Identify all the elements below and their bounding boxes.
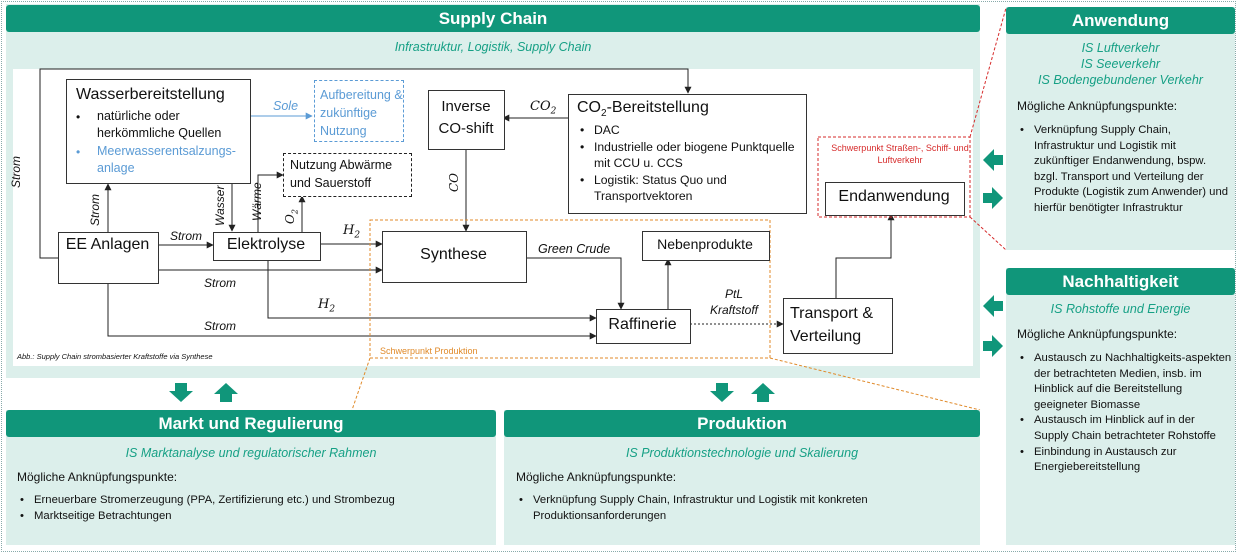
co2-item: Logistik: Status Quo und Transportvektor… [577, 172, 799, 205]
supply-chain-header: Supply Chain [6, 5, 980, 32]
arrow-left-icon [983, 149, 1003, 171]
list-item: Austausch zu Nachhaltigkeits-aspekten de… [1017, 351, 1232, 413]
raffinerie-text: Raffinerie [608, 316, 677, 333]
list-item: Marktseitige Betrachtungen [17, 509, 487, 525]
anwendung-title: Anwendung [1071, 10, 1170, 30]
anwendung-subtitle-3: IS Bodengebundener Verkehr [1038, 73, 1203, 87]
schwerpunkt-produktion-label: Schwerpunkt Produktion [380, 346, 478, 356]
nachhaltigkeit-title: Nachhaltigkeit [1062, 271, 1179, 291]
diagram-caption: Abb.: Supply Chain strombasierter Krafts… [17, 352, 213, 361]
produktion-header: Produktion [504, 410, 980, 437]
aufbereitung-text: Aufbereitung & zukünftige Nutzung [320, 88, 403, 138]
anwendung-list: Verknüpfung Supply Chain, Infrastruktur … [1017, 123, 1232, 217]
nachhaltigkeit-intro: Mögliche Anknüpfungspunkte: [1017, 327, 1178, 341]
anwendung-intro: Mögliche Anknüpfungspunkte: [1017, 99, 1178, 113]
anwendung-header: Anwendung [1006, 7, 1235, 34]
wasser-item-2: Meerwasserentsalzungs-anlage [97, 144, 236, 175]
arrow-up-icon [751, 383, 775, 402]
ee-anlagen-box [58, 232, 159, 284]
markt-list: Erneuerbare Stromerzeugung (PPA, Zertifi… [17, 493, 487, 524]
supply-chain-subtitle: Infrastruktur, Logistik, Supply Chain [394, 40, 592, 54]
co2-item: DAC [577, 122, 799, 139]
nachhaltigkeit-subtitle: IS Rohstoffe und Energie [1050, 302, 1191, 316]
strom-label-ee-elektro: Strom [170, 229, 203, 243]
strom-label-ee-synthese: Strom [204, 276, 237, 290]
nutzung-text: Nutzung Abwärme und Sauerstoff [290, 158, 393, 190]
inverse-co-shift-box [428, 90, 505, 150]
markt-subtitle: IS Marktanalyse und regulatorischer Rahm… [125, 446, 377, 460]
markt-intro: Mögliche Anknüpfungspunkte: [17, 470, 178, 484]
markt-header: Markt und Regulierung [6, 410, 496, 437]
wasser-bullet-2: • [76, 145, 81, 159]
supply-chain-title: Supply Chain [438, 8, 548, 28]
wasser-box [66, 79, 251, 184]
synthese-box [382, 231, 527, 283]
arrow-down-icon [710, 383, 734, 402]
list-item: Einbindung in Austausch zur Energieberei… [1017, 445, 1232, 476]
co2-arrow-label: CO2 [530, 99, 557, 117]
transport-text: Transport & Verteilung [790, 305, 873, 345]
arrow-up-icon [214, 383, 238, 402]
ee-anlagen-text: EE Anlagen [65, 236, 150, 253]
green-crude-label: Green Crude [538, 242, 611, 256]
elektrolyse-box [213, 232, 321, 261]
list-item: Erneuerbare Stromerzeugung (PPA, Zertifi… [17, 493, 487, 509]
anwendung-subtitle-2: IS Seeverkehr [1080, 57, 1161, 71]
list-item: Verknüpfung Supply Chain, Infrastruktur … [1017, 123, 1232, 217]
wasser-item-1: natürliche oder herkömmliche Quellen [97, 109, 222, 140]
list-item: Austausch im Hinblick auf in der Supply … [1017, 413, 1232, 444]
produktion-intro: Mögliche Anknüpfungspunkte: [516, 470, 677, 484]
produktion-list: Verknüpfung Supply Chain, Infrastruktur … [516, 493, 956, 524]
synthese-text: Synthese [420, 246, 487, 263]
arrow-left-icon [983, 295, 1003, 317]
co2-item: Industrielle oder biogene Punktquelle mi… [577, 139, 799, 172]
markt-title: Markt und Regulierung [158, 413, 344, 433]
sole-label: Sole [273, 99, 299, 113]
anwendung-subtitle-1: IS Luftverkehr [1081, 41, 1160, 55]
wasser-bullet-1: • [76, 110, 81, 124]
ptl-label: PtL Kraftstoff [709, 287, 759, 317]
h2-label-raffinerie: H2 [318, 297, 336, 315]
transport-box [783, 298, 893, 354]
endanwendung-text: Endanwendung [838, 188, 950, 205]
arrow-right-icon [983, 187, 1003, 209]
schwerpunkt-verkehr-label: Schwerpunkt Straßen-, Schiff- und Luftve… [831, 143, 969, 165]
nebenprodukte-text: Nebenprodukte [657, 236, 753, 252]
arrow-right-icon [983, 335, 1003, 357]
strom-label-ee-raffinerie: Strom [204, 319, 237, 333]
nebenprodukte-box [642, 231, 770, 261]
nutzung-box [283, 153, 412, 197]
co2-bereitstellung-list: DAC Industrielle oder biogene Punktquell… [577, 122, 799, 205]
elektrolyse-text: Elektrolyse [226, 236, 306, 253]
list-item: Verknüpfung Supply Chain, Infrastruktur … [516, 493, 956, 524]
nachhaltigkeit-header: Nachhaltigkeit [1006, 268, 1235, 295]
endanwendung-box [825, 182, 965, 216]
raffinerie-box [596, 309, 691, 344]
produktion-subtitle: IS Produktionstechnologie und Skalierung [625, 446, 859, 460]
co2-bereitstellung-title: CO2-Bereitstellung [577, 99, 709, 120]
wasser-title: Wasserbereitstellung [76, 86, 225, 103]
aufbereitung-box [314, 80, 404, 142]
produktion-title: Produktion [697, 413, 787, 433]
nachhaltigkeit-list: Austausch zu Nachhaltigkeits-aspekten de… [1017, 351, 1232, 476]
inverse-co-shift-text: Inverse CO-shift [438, 98, 494, 137]
arrow-down-icon [169, 383, 193, 402]
h2-label-synthese: H2 [343, 223, 361, 241]
